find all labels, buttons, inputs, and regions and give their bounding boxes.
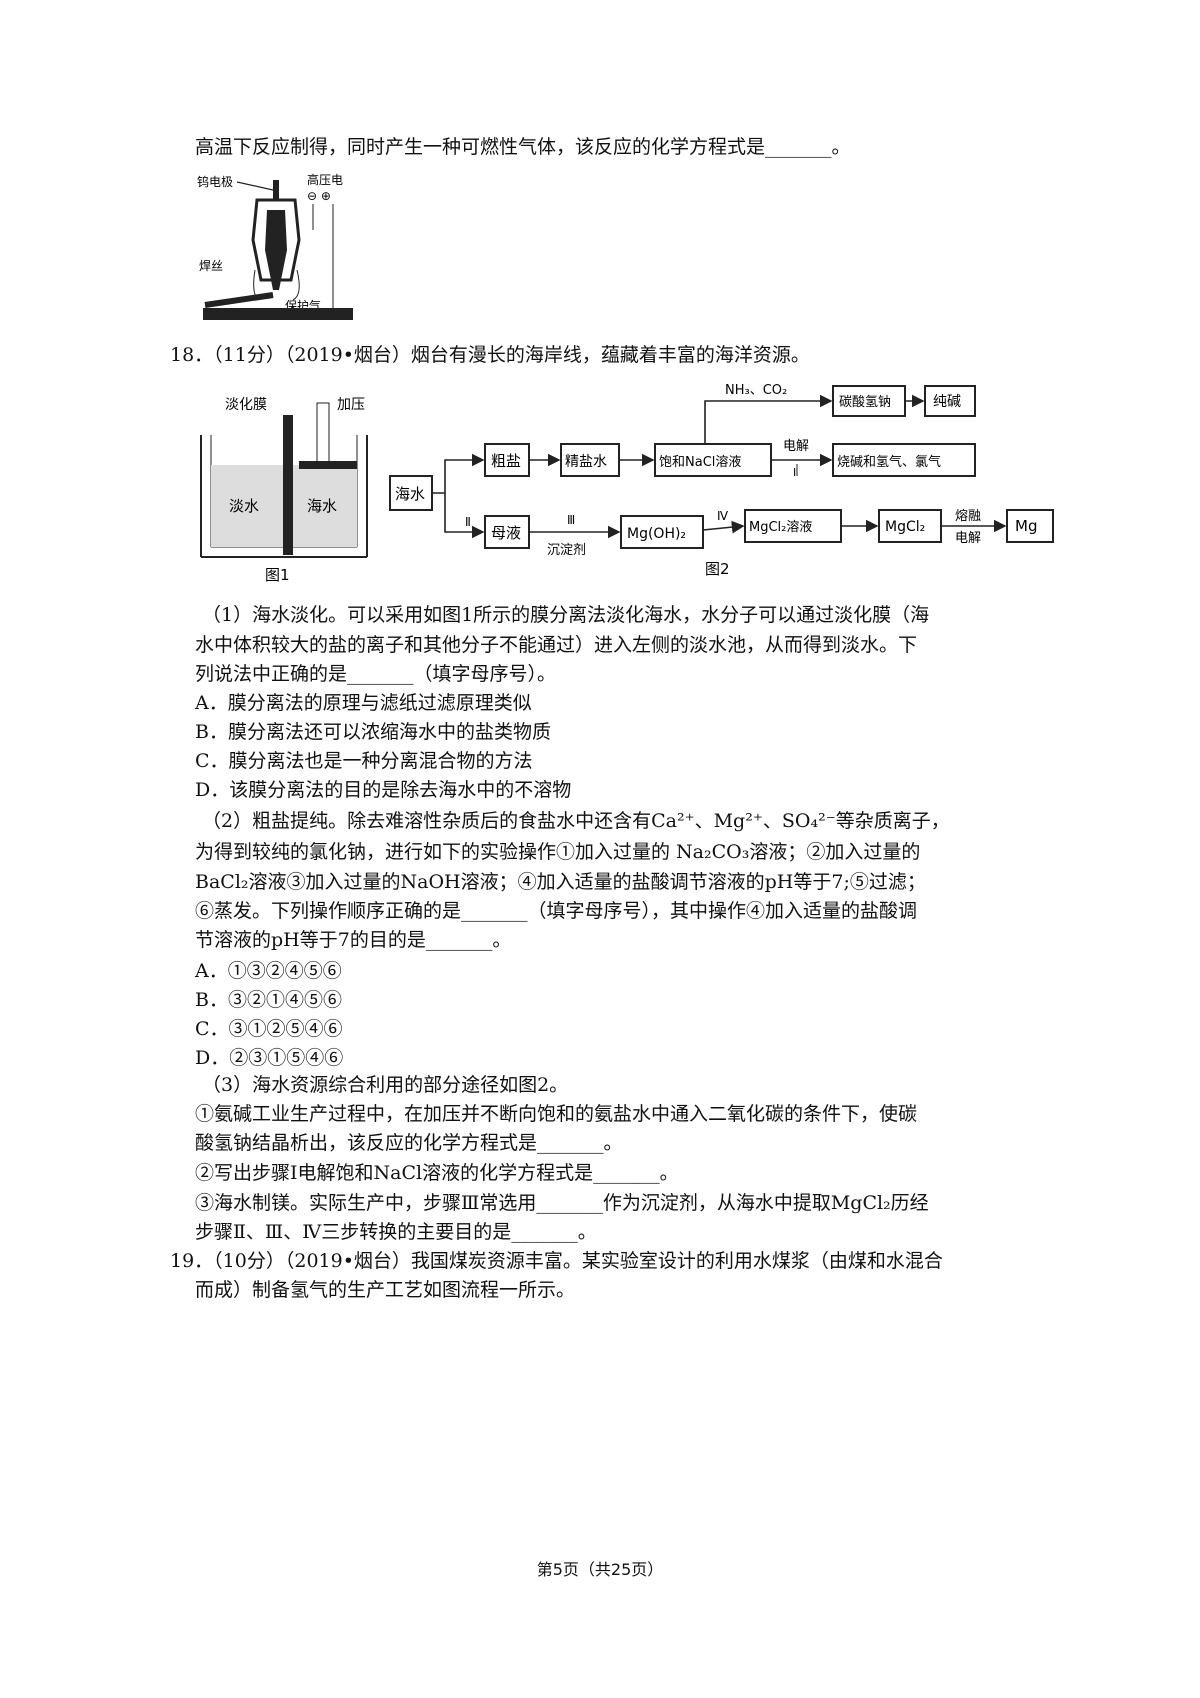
molten-text: 熔融 xyxy=(955,509,981,524)
refined-text: 精盐水 xyxy=(565,454,607,470)
crude-salt-text: 粗盐 xyxy=(491,452,521,470)
wire-label: 焊丝 xyxy=(199,258,223,273)
text-line: （3）海水资源综合利用的部分途径如图2。 xyxy=(202,1074,569,1096)
option-b: B．膜分离法还可以浓缩海水中的盐类物质 xyxy=(195,721,551,743)
figure-2-flowchart: 海水 粗盐 精盐水 饱和NaCl溶液 NH₃、CO₂ 碳酸氢钠 纯碱 电解 Ⅰ … xyxy=(389,383,1054,578)
node-mgcl2-sol xyxy=(744,509,842,543)
figure-1-membrane: 淡化膜 加压 淡水 海水 图1 xyxy=(200,397,368,584)
precipitant-text: 沉淀剂 xyxy=(547,543,586,558)
mgoh2-text: Mg(OH)₂ xyxy=(627,526,686,542)
mother-text: 母液 xyxy=(491,524,521,542)
text-line: 节溶液的pH等于7的目的是_______。 xyxy=(195,929,512,951)
electrode-label: 钨电极 xyxy=(197,174,233,189)
text-line: 步骤Ⅱ、Ⅲ、Ⅳ三步转换的主要目的是_______。 xyxy=(195,1221,597,1243)
text-line: ②写出步骤Ⅰ电解饱和NaCl溶液的化学方程式是_______。 xyxy=(195,1162,679,1184)
question-19-title: 19．（10分）（2019•烟台）我国煤炭资源丰富。某实验室设计的利用水煤浆（由… xyxy=(170,1250,943,1272)
node-mgoh2 xyxy=(620,515,704,549)
seawater-text: 海水 xyxy=(395,485,425,503)
step1-text: Ⅰ xyxy=(793,466,796,479)
pressure-label: 加压 xyxy=(337,397,365,413)
node-seawater xyxy=(389,475,433,511)
node-saturated xyxy=(654,443,772,477)
node-mgcl2 xyxy=(878,509,942,543)
text-line: 而成）制备氢气的生产工艺如图流程一所示。 xyxy=(195,1279,576,1301)
node-mg xyxy=(1006,509,1054,543)
text-line: （2）粗盐提纯。除去难溶性杂质后的食盐水中还含有Ca²⁺、Mg²⁺、SO₄²⁻等… xyxy=(202,810,950,832)
hv-label: 高压电 xyxy=(307,172,343,187)
figure-2-caption: 图2 xyxy=(705,560,730,578)
option-c: C．③①②⑤④⑥ xyxy=(195,1018,343,1040)
mgcl2-text: MgCl₂ xyxy=(885,519,925,535)
mg-text: Mg xyxy=(1015,517,1037,535)
text-line: ③海水制镁。实际生产中，步骤Ⅲ常选用_______作为沉淀剂，从海水中提取MgC… xyxy=(195,1192,929,1214)
products-text: 烧碱和氢气、氯气 xyxy=(837,454,941,470)
node-mother xyxy=(484,515,530,549)
question-18-title: 18．（11分）（2019•烟台）烟台有漫长的海岸线，蕴藏着丰富的海洋资源。 xyxy=(170,344,810,366)
node-soda xyxy=(924,385,976,417)
option-d: D．该膜分离法的目的是除去海水中的不溶物 xyxy=(195,779,572,801)
node-products xyxy=(832,443,976,477)
step2-text: Ⅱ xyxy=(465,515,471,529)
membrane-label: 淡化膜 xyxy=(225,397,267,413)
mgcl2-sol-text: MgCl₂溶液 xyxy=(749,520,812,535)
node-crude-salt xyxy=(484,443,530,477)
option-a: A．膜分离法的原理与滤纸过滤原理类似 xyxy=(195,692,532,714)
reagents-top-text: NH₃、CO₂ xyxy=(725,383,787,398)
option-a: A．①③②④⑤⑥ xyxy=(195,960,342,982)
text-line: 高温下反应制得，同时产生一种可燃性气体，该反应的化学方程式是_______。 xyxy=(195,136,851,158)
step3-text: Ⅲ xyxy=(567,513,575,527)
page-footer: 第5页（共25页） xyxy=(536,1560,664,1579)
text-line: 列说法中正确的是_______（填字母序号）。 xyxy=(195,663,557,685)
electrolysis2-text: 电解 xyxy=(955,531,981,546)
option-b: B．③②①④⑤⑥ xyxy=(195,989,342,1011)
option-d: D．②③①⑤④⑥ xyxy=(195,1047,344,1069)
text-line: BaCl₂溶液③加入过量的NaOH溶液；④加入适量的盐酸调节溶液的pH等于7;⑤… xyxy=(195,871,926,893)
soda-text: 纯碱 xyxy=(933,394,961,410)
fresh-water-label: 淡水 xyxy=(229,497,259,515)
hv-signs: ⊖ ⊕ xyxy=(307,189,331,203)
nahco3-text: 碳酸氢钠 xyxy=(839,395,891,410)
option-c: C．膜分离法也是一种分离混合物的方法 xyxy=(195,750,533,772)
welding-figure: 钨电极 高压电 ⊖ ⊕ 焊丝 保护气 xyxy=(197,172,353,320)
saturated-text: 饱和NaCl溶液 xyxy=(659,455,741,470)
text-line: 水中体积较大的盐的离子和其他分子不能通过）进入左侧的淡水池，从而得到淡水。下 xyxy=(195,634,918,656)
text-line: （1）海水淡化。可以采用如图1所示的膜分离法淡化海水，水分子可以通过淡化膜（海 xyxy=(202,604,930,626)
figure-1-caption: 图1 xyxy=(265,566,290,584)
text-line: ⑥蒸发。下列操作顺序正确的是_______（填字母序号），其中操作④加入适量的盐… xyxy=(195,900,918,922)
sea-water-label: 海水 xyxy=(307,497,337,515)
text-line: ①氨碱工业生产过程中，在加压并不断向饱和的氨盐水中通入二氧化碳的条件下，使碳 xyxy=(195,1103,918,1125)
text-line: 为得到较纯的氯化钠，进行如下的实验操作①加入过量的 Na₂CO₃溶液；②加入过量… xyxy=(195,841,921,863)
text-line: 酸氢钠结晶析出，该反应的化学方程式是_______。 xyxy=(195,1132,623,1154)
step4-text: Ⅳ xyxy=(717,509,728,523)
electrolysis-text: 电解 xyxy=(783,439,809,454)
